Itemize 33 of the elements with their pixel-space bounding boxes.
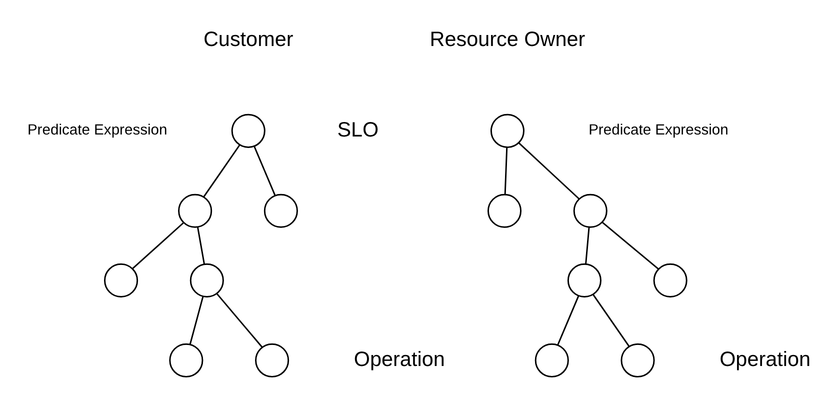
connector	[203, 144, 240, 198]
node-circle	[573, 194, 608, 228]
node-circle	[190, 263, 224, 298]
node-circle	[178, 194, 212, 228]
node-circle	[169, 343, 204, 378]
connector	[132, 222, 184, 269]
connector	[592, 294, 630, 347]
label: Customer	[203, 28, 294, 52]
node-circle	[534, 343, 569, 378]
label: Predicate Expression	[27, 122, 168, 139]
connector	[602, 222, 659, 270]
connector	[196, 227, 206, 264]
node-label: SLO	[337, 118, 379, 142]
node-circle	[487, 194, 522, 228]
node-circle	[567, 263, 602, 298]
node-circle	[620, 343, 655, 378]
connector	[254, 146, 276, 196]
node-circle	[231, 114, 266, 148]
node-circle	[653, 263, 688, 298]
node-circle	[255, 343, 290, 378]
node-circle	[264, 194, 298, 228]
connector	[557, 296, 580, 346]
label: Predicate Expression	[588, 122, 728, 139]
node-label: Operation	[354, 348, 445, 371]
node-circle	[104, 263, 138, 298]
node-label: Operation	[720, 348, 811, 371]
connector	[189, 296, 204, 344]
connector	[585, 227, 590, 264]
connector	[216, 293, 263, 348]
node-circle	[490, 114, 524, 148]
connector	[518, 142, 580, 200]
label: Resource Owner	[430, 28, 586, 52]
connector	[504, 147, 508, 195]
